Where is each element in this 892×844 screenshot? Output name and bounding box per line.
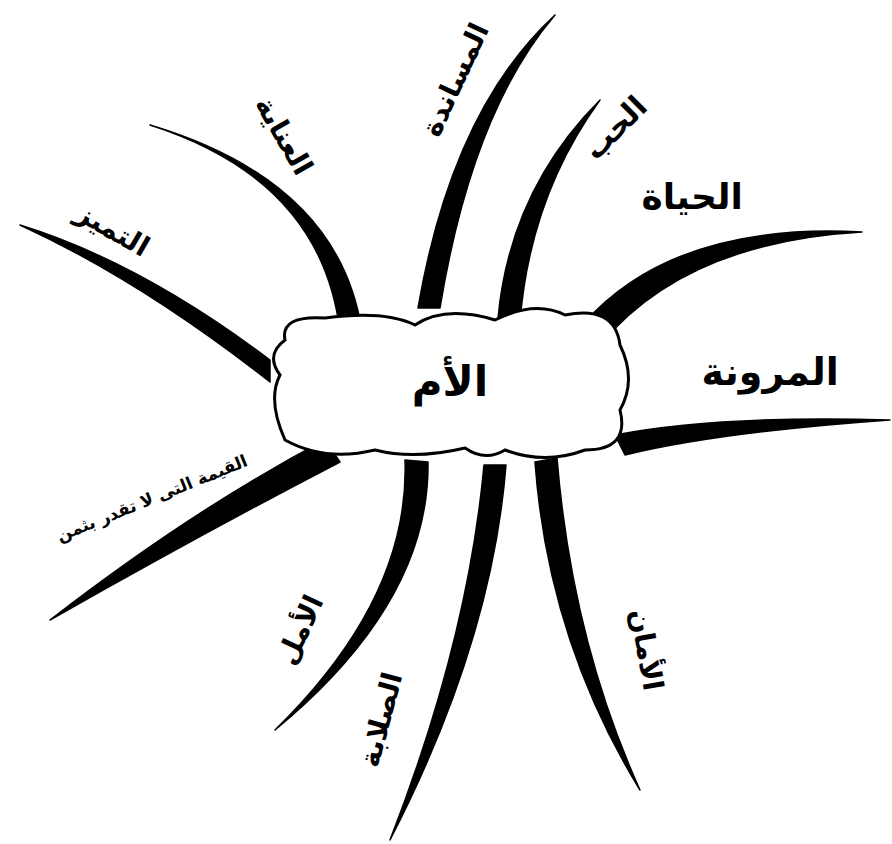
branch-label: العناية <box>246 89 320 183</box>
branch-label: المرونة <box>700 350 841 396</box>
branch <box>150 125 362 332</box>
branch-label: الأمل <box>268 588 331 672</box>
branch <box>585 231 862 345</box>
branch-label: الصلابة <box>352 667 410 773</box>
branch-label: القيمة التى لا تقدر بثمن <box>52 450 253 547</box>
branch-label: الحياة <box>640 175 745 218</box>
center-title: الأم <box>412 357 488 406</box>
cloud-shape <box>274 309 629 458</box>
branch <box>390 465 506 840</box>
branch-label: الأمان <box>622 604 670 695</box>
branch <box>418 15 555 308</box>
branch <box>50 440 340 620</box>
cloud-node: الأم <box>265 300 635 462</box>
branch-label: الحب <box>574 87 655 168</box>
branch <box>615 419 890 455</box>
